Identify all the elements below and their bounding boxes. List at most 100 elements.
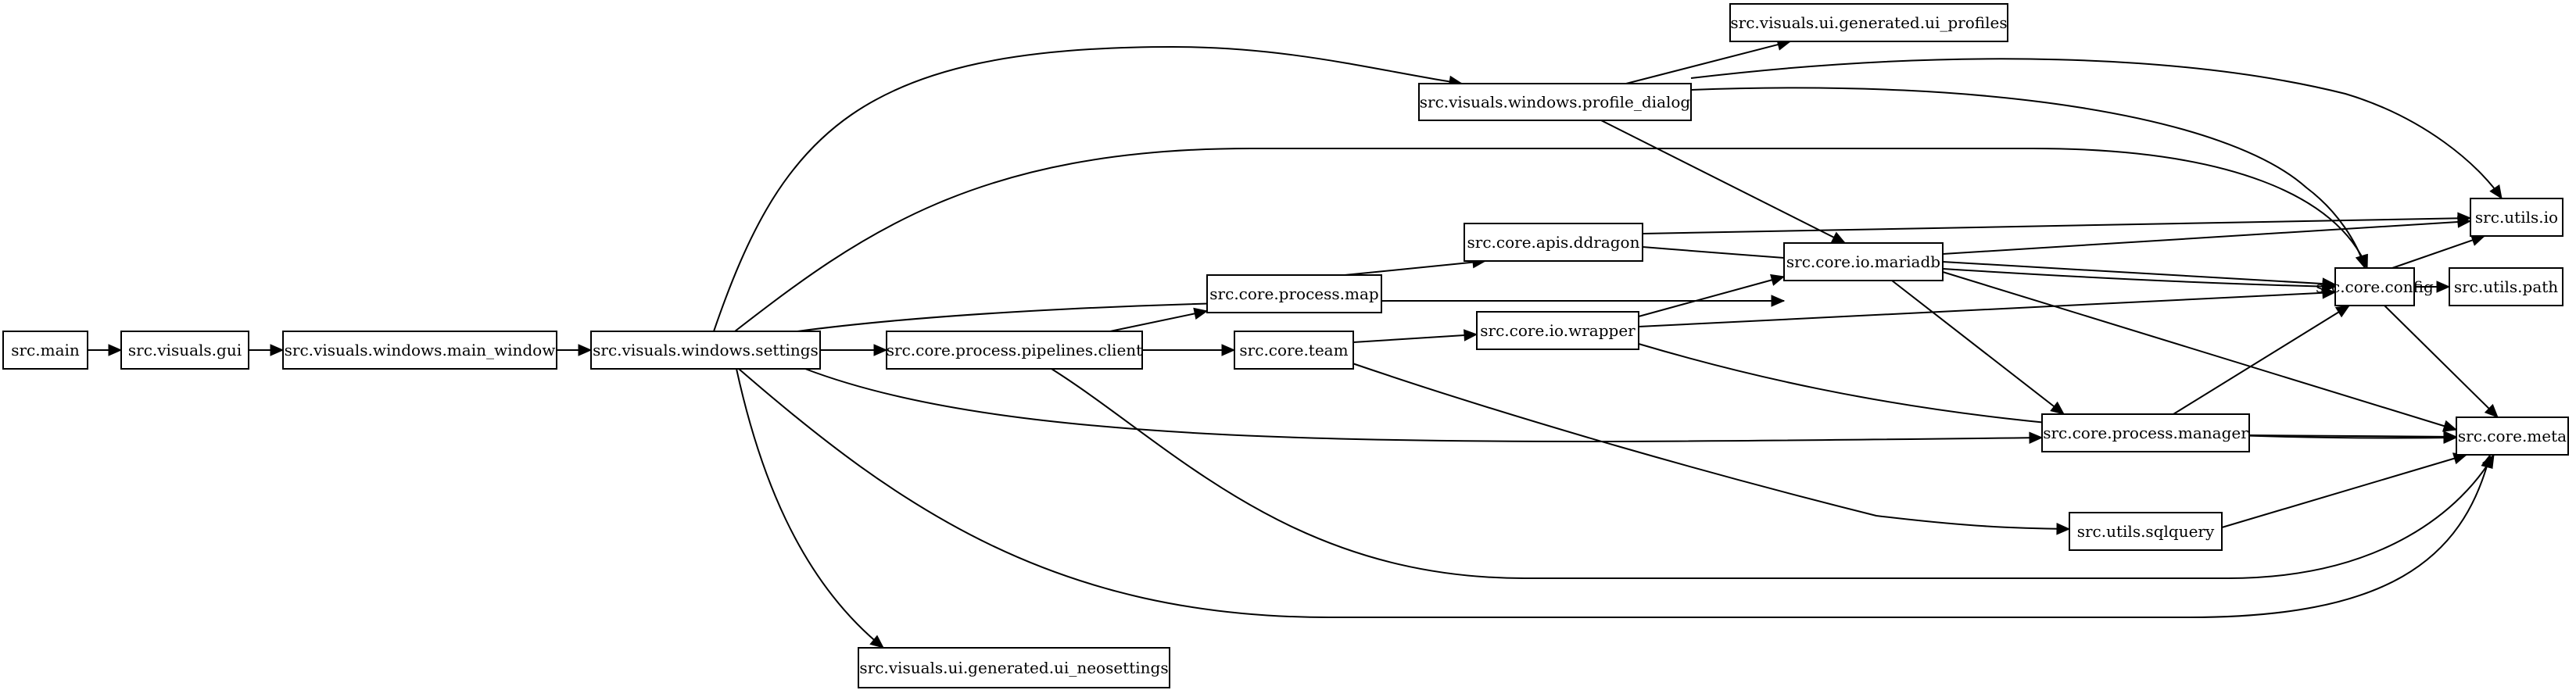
node-core-team: src.core.team: [1234, 331, 1354, 370]
arrowhead-icon: [1830, 231, 1847, 244]
node-ui-neosettings: src.visuals.ui.generated.ui_neosettings: [858, 647, 1170, 688]
edge-line: [1625, 41, 1791, 84]
edge-settings-to-pipelines-client: [820, 344, 888, 356]
edge-pipelines-client-to-core-meta: [1051, 368, 2495, 579]
node-utils-io: src.utils.io: [2470, 198, 2563, 237]
edge-line: [1942, 261, 2336, 285]
edge-settings-to-ui-neosettings: [736, 368, 884, 649]
node-utils-path: src.utils.path: [2449, 267, 2563, 306]
arrowhead-icon: [2443, 431, 2458, 443]
node-box: [1783, 242, 1944, 281]
node-box: [1729, 3, 2008, 42]
node-ui-profiles: src.visuals.ui.generated.ui_profiles: [1729, 3, 2008, 42]
edge-io-mariadb-to-core-config: [1942, 261, 2337, 290]
edges-layer: [88, 38, 2503, 649]
node-label: src.core.io.mariadb: [1786, 252, 1940, 271]
edge-core-team-to-io-wrapper: [1352, 329, 1478, 343]
edge-line: [2384, 305, 2499, 418]
edge-line: [1051, 368, 2495, 579]
edge-line: [1642, 217, 2471, 234]
node-box: [2470, 198, 2563, 237]
edge-line: [2248, 434, 2457, 438]
node-box: [1206, 274, 1382, 313]
node-label: src.utils.io: [2475, 208, 2558, 227]
arrowhead-icon: [2481, 453, 2495, 470]
edge-io-mariadb-to-utils-io: [1942, 216, 2472, 255]
edge-line: [804, 368, 2043, 442]
arrowhead-icon: [869, 635, 884, 649]
edge-line: [1352, 334, 1478, 343]
node-label: src.visuals.windows.profile_dialog: [1420, 93, 1691, 112]
node-label: src.visuals.windows.main_window: [285, 341, 556, 359]
edge-apis-ddragon-to-core-config: [1642, 246, 2337, 293]
arrowhead-icon: [1770, 273, 1786, 286]
node-process-manager: src.core.process.manager: [2041, 413, 2250, 452]
node-box: [590, 331, 821, 370]
node-label: src.core.config: [2316, 277, 2434, 296]
node-src-main: src.main: [2, 331, 88, 370]
node-box: [1464, 223, 1643, 262]
node-box: [2334, 267, 2415, 306]
edge-line: [1690, 87, 2366, 269]
edge-io-mariadb-to-process-manager: [1891, 280, 2065, 415]
edge-src-visuals-gui-to-main-window: [249, 344, 285, 356]
node-settings: src.visuals.windows.settings: [590, 331, 821, 370]
edge-line: [713, 45, 1463, 332]
edge-line: [1690, 58, 2503, 199]
edge-pipelines-client-to-core-team: [1142, 344, 1236, 356]
edge-line: [1942, 271, 2457, 431]
node-box: [886, 331, 1143, 370]
node-label: src.core.process.map: [1209, 284, 1378, 303]
node-box: [1476, 311, 1639, 350]
edge-line: [1638, 276, 1785, 317]
arrowhead-icon: [873, 344, 888, 356]
arrowhead-icon: [2322, 277, 2337, 290]
edge-line: [1600, 120, 1846, 244]
node-box: [2041, 413, 2250, 452]
edge-line: [2173, 305, 2350, 415]
edge-src-main-to-src-visuals-gui: [88, 344, 123, 356]
node-box: [2069, 512, 2223, 551]
arrowhead-icon: [2322, 287, 2337, 299]
edge-line: [1352, 363, 2070, 530]
node-label: src.core.team: [1239, 341, 1348, 359]
edge-line: [734, 148, 2368, 332]
arrowhead-icon: [1193, 307, 1209, 320]
edge-process-manager-to-core-meta: [2248, 431, 2458, 443]
arrowhead-icon: [2442, 420, 2458, 432]
edge-io-wrapper-to-io-mariadb: [1638, 273, 1786, 317]
node-box: [2456, 417, 2569, 456]
edge-line: [1942, 220, 2471, 255]
node-src-visuals-gui: src.visuals.gui: [120, 331, 249, 370]
arrowhead-icon: [1771, 295, 1786, 307]
node-label: src.core.meta: [2458, 427, 2567, 445]
node-label: src.visuals.ui.generated.ui_profiles: [1730, 13, 2007, 32]
edge-settings-to-core-meta: [738, 368, 2493, 618]
edge-core-team-to-utils-sqlquery: [1352, 363, 2071, 535]
arrowhead-icon: [1464, 329, 1478, 341]
arrowhead-icon: [2484, 403, 2499, 418]
arrowhead-icon: [2050, 401, 2065, 415]
node-io-wrapper: src.core.io.wrapper: [1476, 311, 1639, 350]
edge-line: [2391, 235, 2485, 269]
node-box: [858, 647, 1170, 688]
edge-core-config-to-utils-path: [2414, 281, 2451, 293]
node-core-config: src.core.config: [2316, 267, 2434, 306]
edge-utils-sqlquery-to-core-meta: [2221, 452, 2468, 528]
edge-line: [2221, 454, 2467, 528]
edge-line: [1344, 260, 1486, 276]
edge-profile-dialog-to-utils-io: [1690, 58, 2503, 200]
node-box: [2449, 267, 2563, 306]
node-process-map: src.core.process.map: [1206, 274, 1382, 313]
edge-line: [1642, 246, 2336, 288]
node-box: [1418, 83, 1692, 121]
arrowhead-icon: [578, 344, 593, 356]
node-box: [1234, 331, 1354, 370]
node-box: [282, 331, 557, 370]
arrowhead-icon: [2056, 523, 2071, 535]
arrowhead-icon: [2457, 216, 2472, 228]
node-core-meta: src.core.meta: [2456, 417, 2569, 456]
edge-process-manager-to-core-config: [2173, 305, 2351, 415]
edge-core-config-to-core-meta: [2384, 305, 2499, 418]
